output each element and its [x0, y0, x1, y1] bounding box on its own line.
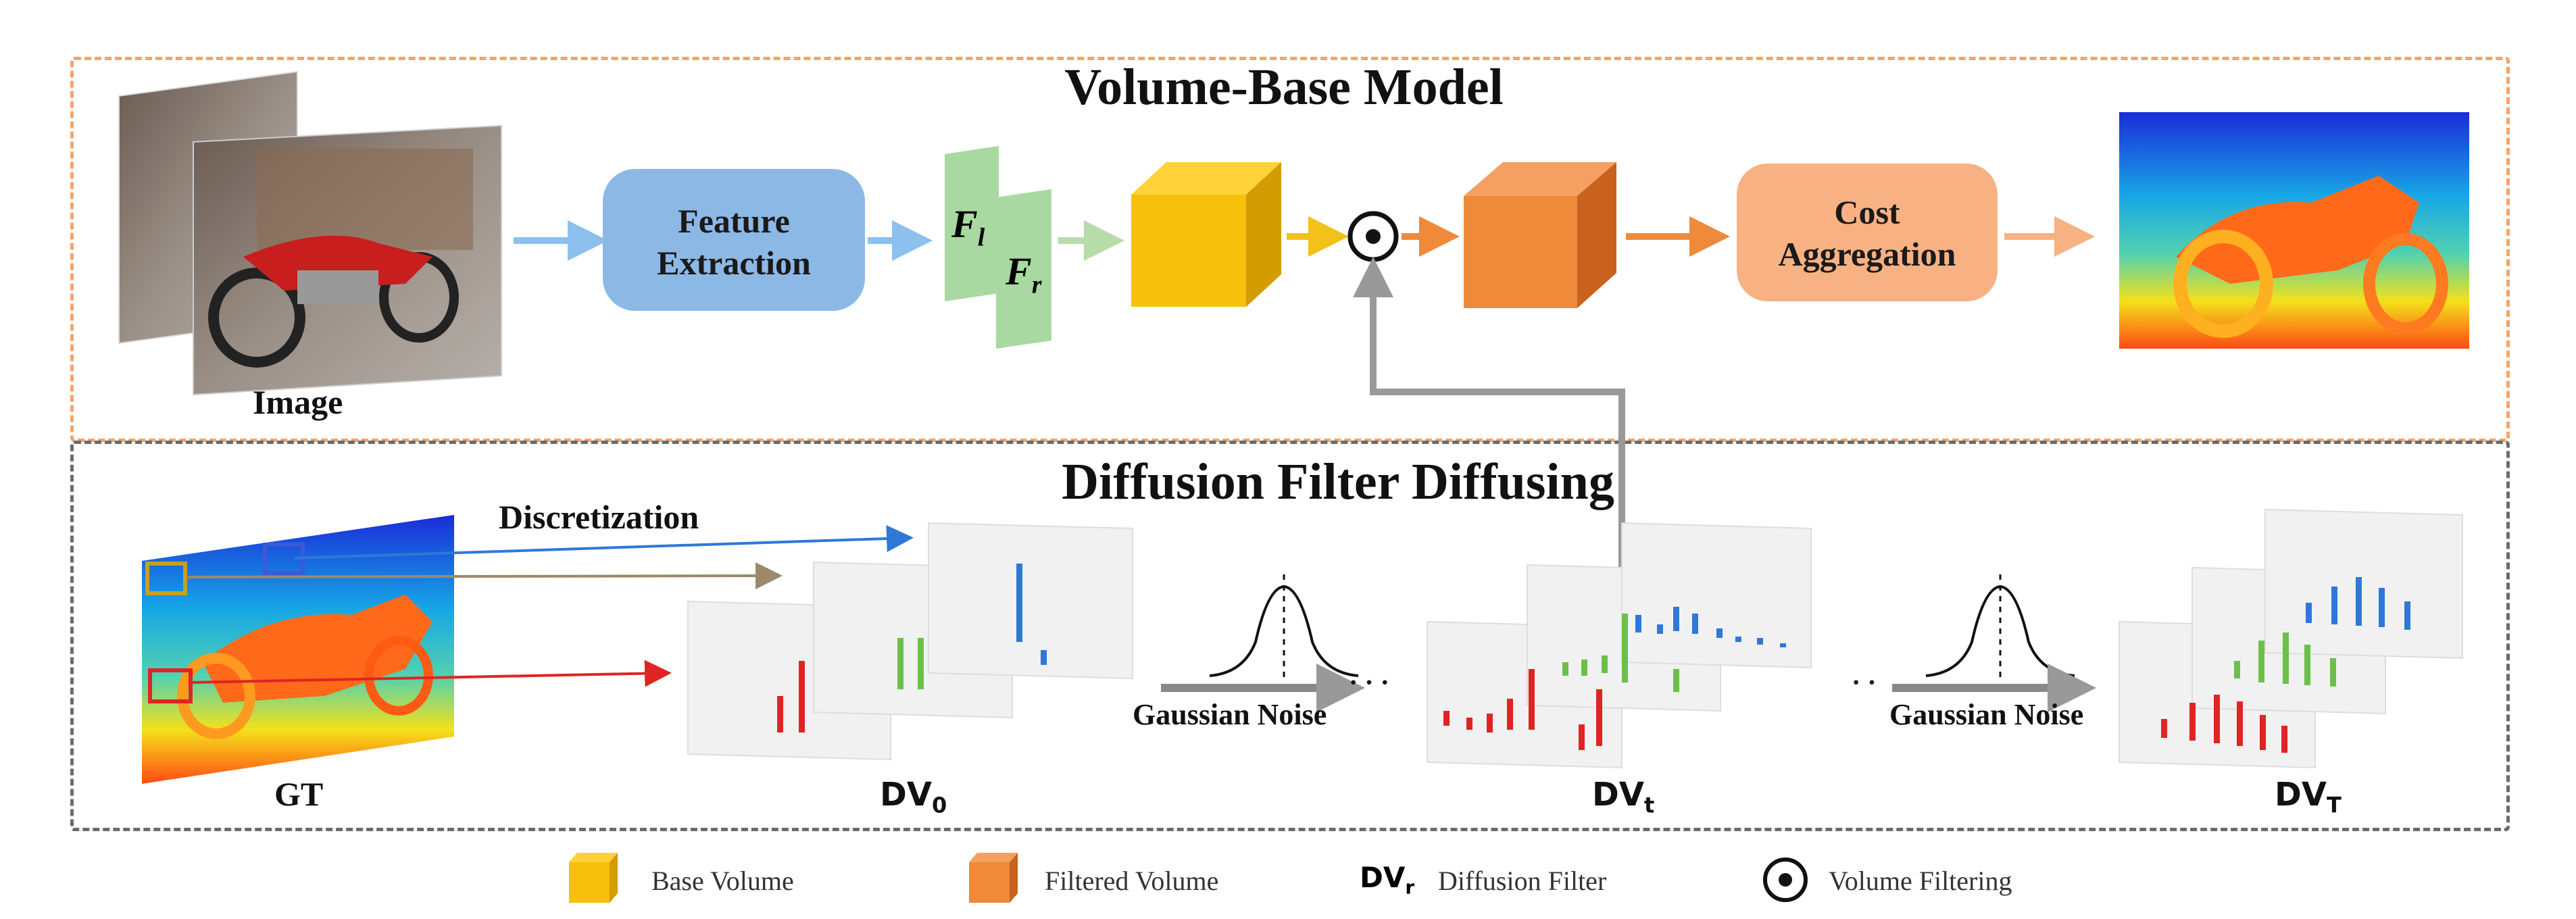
discretization-arrow-red [190, 660, 672, 687]
feature-map-right [996, 189, 1051, 349]
dvt-bars-bar [1657, 624, 1663, 634]
cost-aggregation-label: Cost Aggregation [1778, 193, 1956, 274]
discretization-label: Discretization [499, 498, 699, 536]
dvt-bars-bar [1757, 638, 1763, 645]
volume-filtering-operator [1347, 211, 1399, 262]
feature-extraction-label: Feature Extraction [657, 201, 811, 282]
dvt-bars-bar [1579, 724, 1585, 750]
discretization-arrow-blue [294, 525, 914, 560]
bottom-section-title: Diffusion Filter Diffusing [1062, 453, 1614, 510]
dvT-bars-bar [2281, 726, 2287, 753]
dvt-bars-bar [1735, 637, 1741, 642]
gt-depth-map [142, 515, 454, 784]
gaussian-curve-2 [1892, 574, 2096, 712]
dvT-bars-bar [2331, 587, 2337, 624]
dv0-bars-bar [777, 696, 783, 732]
feature-map-left [945, 146, 999, 301]
dv0-bars-bar [799, 661, 805, 732]
dvt-bars-bar [1673, 607, 1679, 631]
dvT-bars-bar [2283, 632, 2289, 684]
dv0-bars-bar [1016, 564, 1022, 642]
dvt-bars-bar [1443, 711, 1450, 726]
cost-aggregation-block-bg [1737, 164, 1998, 301]
dvT-bars-bar [2304, 645, 2310, 685]
dvT-bars-bar [2258, 641, 2264, 682]
legend-diffusion-filter-label: Diffusion Filter [1438, 866, 1607, 896]
dvt-bars-bar [1673, 669, 1679, 692]
dvt-bars-bar [1622, 614, 1628, 682]
dvT-bars-bar [2189, 703, 2196, 741]
volume-base-model-frame [70, 57, 2510, 442]
dvt-bars-bar [1581, 660, 1587, 676]
ellipsis-1: · · · [1349, 667, 1390, 697]
dv0-bars-bar [897, 638, 903, 689]
legend-base-volume-label: Base Volume [651, 866, 794, 896]
dv0-panels [687, 522, 1133, 761]
discretization-arrow-olive [186, 562, 783, 590]
motorcycle-wheel-back [208, 268, 305, 368]
feature-left-label: Fl [951, 202, 985, 252]
dvt-bars-bar [1635, 615, 1641, 632]
dvT-bars-bar [2330, 658, 2336, 687]
gt-label: GT [274, 775, 324, 813]
gaussian-noise-label-1: Gaussian Noise [1133, 698, 1327, 731]
gaussian-noise-label-2: Gaussian Noise [1889, 698, 2084, 731]
feature-extraction-block-bg [603, 169, 865, 311]
diffusion-feedback-arrow [1353, 257, 1625, 568]
dvT-bars [2161, 577, 2410, 753]
filtered-volume-cube [1464, 162, 1616, 308]
legend-volume-filtering-label: Volume Filtering [1829, 866, 2012, 896]
base-volume-cube [1131, 162, 1281, 307]
dvT-bars-bar [2234, 661, 2240, 678]
dv0-bars-bar [918, 638, 924, 689]
legend-filtered-volume-icon [969, 853, 1018, 903]
diffusion-filter-frame [70, 441, 2510, 831]
dvt-bars-bar [1692, 614, 1698, 634]
dvt-bars-bar [1716, 628, 1723, 638]
dvT-bars-bar [2404, 601, 2410, 630]
dvT-bars-bar [2306, 603, 2312, 623]
dvT-bars-bar [2379, 588, 2385, 627]
input-image-pair [118, 70, 502, 396]
legend-filtered-volume-label: Filtered Volume [1045, 866, 1219, 896]
output-disparity-map [2119, 112, 2469, 349]
dvT-label: DVT [2275, 776, 2342, 818]
dvT-bars-bar [2356, 577, 2362, 626]
feature-right-label: Fr [1006, 249, 1042, 299]
dv0-label: DV0 [880, 776, 947, 818]
legend-volume-filtering-icon [1763, 858, 1808, 902]
top-section-title: Volume-Base Model [1064, 59, 1504, 116]
dvt-bars-bar [1780, 643, 1786, 647]
dvT-panels [2119, 508, 2463, 769]
dvT-bars-bar [2214, 695, 2220, 743]
dv0-bars-bar [1041, 650, 1047, 665]
dvt-bars-bar [1596, 689, 1602, 746]
dvt-label: DVt [1592, 776, 1655, 818]
dvt-bars-bar [1487, 714, 1493, 732]
dvt-bars [1443, 607, 1786, 750]
dvt-bars-bar [1507, 699, 1513, 730]
ellipsis-2: · · [1852, 667, 1877, 697]
dvT-bars-bar [2237, 701, 2243, 746]
dvt-bars-bar [1466, 718, 1472, 730]
dvt-bars-bar [1529, 669, 1535, 730]
dvT-bars-bar [2260, 715, 2266, 750]
image-label: Image [253, 383, 343, 421]
dvt-bars-bar [1602, 655, 1608, 673]
dvt-bars-bar [1562, 662, 1568, 676]
gaussian-curve-1 [1161, 574, 1365, 712]
dv0-bars [777, 564, 1047, 732]
legend-dv-symbol: DVr [1360, 861, 1415, 899]
dvT-bars-bar [2161, 719, 2167, 738]
legend-base-volume-icon [569, 853, 618, 903]
